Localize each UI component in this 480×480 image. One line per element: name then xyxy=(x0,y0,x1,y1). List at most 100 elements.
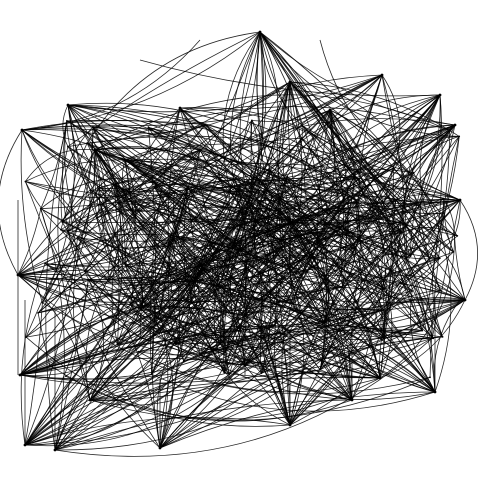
graph-edge xyxy=(200,255,307,355)
graph-node xyxy=(336,262,339,265)
graph-edge xyxy=(67,104,206,125)
graph-edge xyxy=(62,104,69,147)
graph-edge xyxy=(62,184,115,223)
graph-edge xyxy=(306,248,356,256)
graph-edge xyxy=(142,186,240,309)
graph-edge xyxy=(88,279,221,344)
graph-edge xyxy=(100,204,192,304)
graph-edge xyxy=(139,306,230,375)
graph-node xyxy=(273,324,276,327)
graph-edge xyxy=(67,31,261,147)
graph-edge xyxy=(355,130,450,249)
graph-edge xyxy=(264,171,396,200)
graph-edge xyxy=(225,238,385,290)
graph-edge xyxy=(191,254,307,304)
graph-edge xyxy=(194,249,283,282)
graph-node xyxy=(429,376,431,379)
graph-edge xyxy=(24,324,275,447)
graph-node xyxy=(277,209,280,212)
graph-edge xyxy=(429,136,460,378)
graph-edge xyxy=(180,238,321,371)
graph-edge xyxy=(264,171,389,198)
graph-node xyxy=(233,178,236,181)
graph-node xyxy=(25,336,27,338)
graph-edge xyxy=(24,235,172,446)
graph-edge xyxy=(61,189,91,223)
graph-node xyxy=(382,308,385,311)
graph-edge xyxy=(220,343,353,401)
graph-edge xyxy=(118,203,275,326)
graph-edge xyxy=(37,186,189,314)
graph-node xyxy=(355,200,358,203)
graph-edge xyxy=(282,249,384,339)
graph-node xyxy=(48,364,51,367)
graph-node xyxy=(288,80,292,84)
graph-edge xyxy=(20,129,43,303)
graph-edge xyxy=(190,277,198,303)
graph-edge xyxy=(107,192,232,281)
graph-node xyxy=(86,142,88,145)
graph-edge xyxy=(148,127,167,151)
graph-edge xyxy=(107,184,121,281)
graph-edge xyxy=(20,263,46,446)
graph-node xyxy=(394,198,397,201)
graph-edge xyxy=(319,369,353,401)
graph-node xyxy=(441,336,444,338)
graph-node xyxy=(243,219,245,222)
graph-node xyxy=(316,263,319,266)
graph-node xyxy=(271,195,274,198)
graph-edge xyxy=(259,31,303,126)
graph-node xyxy=(247,199,250,202)
graph-edge xyxy=(270,170,356,323)
graph-edge xyxy=(19,322,356,380)
graph-edge xyxy=(324,199,461,324)
graph-edge xyxy=(158,268,213,320)
graph-node xyxy=(129,303,132,305)
graph-edge xyxy=(119,203,234,244)
graph-edge xyxy=(107,220,245,281)
graph-edge xyxy=(86,142,193,303)
graph-edge xyxy=(140,299,466,364)
graph-node xyxy=(453,123,457,127)
graph-node xyxy=(193,279,196,282)
graph-node xyxy=(324,274,326,277)
graph-node xyxy=(311,219,314,222)
graph-edge xyxy=(159,391,436,449)
graph-node xyxy=(198,148,202,152)
graph-edge xyxy=(159,301,280,449)
graph-edge xyxy=(25,181,155,198)
graph-edge xyxy=(19,248,356,380)
graph-node xyxy=(37,312,39,314)
graph-edge xyxy=(233,200,357,244)
graph-edge xyxy=(90,189,221,344)
graph-node xyxy=(219,342,222,345)
graph-node xyxy=(301,274,303,277)
graph-edge xyxy=(324,275,343,288)
graph-node xyxy=(123,158,127,162)
graph-node xyxy=(173,190,176,193)
graph-node xyxy=(258,30,262,34)
graph-edge xyxy=(130,299,466,351)
graph-node xyxy=(334,230,337,233)
graph-edge xyxy=(259,31,456,126)
graph-edge xyxy=(243,81,291,221)
graph-node xyxy=(277,300,280,303)
graph-node xyxy=(187,185,189,188)
graph-edge xyxy=(290,221,325,370)
graph-edge xyxy=(17,208,42,276)
graph-edge xyxy=(230,309,384,314)
graph-edge xyxy=(66,120,206,125)
graph-edge xyxy=(337,225,407,265)
graph-edge xyxy=(289,81,414,174)
graph-edge xyxy=(186,198,196,281)
graph-edge xyxy=(341,286,349,326)
graph-edge xyxy=(319,288,385,370)
graph-node xyxy=(286,175,288,178)
graph-edge xyxy=(175,322,325,351)
graph-edge xyxy=(355,201,385,289)
graph-edge xyxy=(253,218,283,251)
graph-node xyxy=(230,312,232,315)
graph-edge xyxy=(140,337,230,375)
graph-edge xyxy=(220,287,226,353)
graph-edge xyxy=(132,169,271,213)
